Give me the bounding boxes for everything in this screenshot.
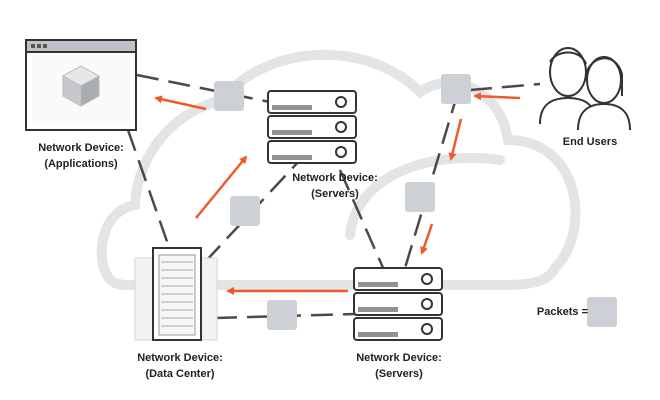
server-stack-icon [353,267,443,341]
arrow-down-to-servers [420,223,434,255]
link-internet-users [469,82,541,92]
packet-icon [441,74,471,104]
arrow-to-servers-top [195,155,248,219]
packets [214,74,617,330]
users-icon [539,47,631,131]
link-apps-servers-top [136,73,271,104]
app-window-icon [25,39,137,131]
packet-icon [405,182,435,212]
arrow-from-users [473,92,521,101]
label-data-center: Network Device: (Data Center) [137,352,223,380]
link-servers-top-bottom [338,169,386,271]
label-servers-top: Network Device: (Servers) [292,172,378,200]
packet-icon [214,81,244,111]
label-servers-bottom: Network Device: (Servers) [356,352,442,380]
arrow-to-applications [154,95,207,111]
label-applications: Network Device: (Applications) [38,142,124,170]
link-apps-datacenter [126,129,172,251]
label-packets-legend: Packets = [536,306,588,318]
packet-icon [230,196,260,226]
arrow-down-right [448,118,463,161]
server-stack-icon [267,90,357,164]
link-servers-bottom-internet [403,91,460,269]
label-end-users: End Users [562,136,618,148]
flow-arrows [154,92,521,295]
packet-icon [587,297,617,327]
packet-icon [267,300,297,330]
cloud-background [96,49,581,290]
rack-server-icon [134,247,218,341]
